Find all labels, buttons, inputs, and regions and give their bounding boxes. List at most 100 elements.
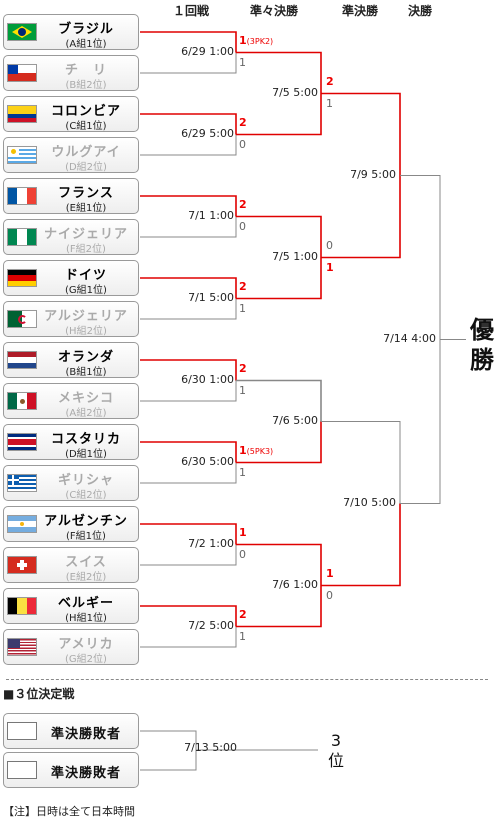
- team-card[interactable]: コスタリカ(D組1位): [3, 424, 139, 460]
- team-name: ギリシャ: [57, 473, 114, 488]
- team-card[interactable]: アルジェリア (H組2位): [3, 301, 139, 337]
- team-name: フランス: [58, 186, 114, 201]
- qf-bottom-score: 1: [326, 96, 333, 110]
- final-match-time: 7/14 4:00: [383, 331, 436, 345]
- timezone-note: 【注】日時は全て日本時間: [3, 805, 135, 818]
- third-place-team-1[interactable]: 準決勝敗者: [3, 713, 139, 749]
- team-group: (H組1位): [65, 613, 107, 624]
- team-name: 準決勝敗者: [50, 766, 121, 781]
- team-card[interactable]: オランダ (B組1位): [3, 342, 139, 378]
- team-card[interactable]: ウルグアイ (D組2位): [3, 137, 139, 173]
- r16-match-time: 7/2 5:00: [188, 618, 234, 632]
- uruguay-flag-icon: [7, 146, 37, 164]
- team-card[interactable]: アルゼンチン (F組1位): [3, 506, 139, 542]
- usa-flag-icon: [7, 638, 37, 656]
- team-card[interactable]: メキシコ(A組2位): [3, 383, 139, 419]
- qf-bottom-line: [236, 585, 322, 628]
- qf-match-time: 7/6 1:00: [272, 577, 318, 591]
- r16-bottom-line: [140, 298, 237, 320]
- team-card[interactable]: ブラジル(A組1位): [3, 14, 139, 50]
- qf-top-score: 0: [326, 238, 333, 252]
- team-card[interactable]: ベルギー (H組1位): [3, 588, 139, 624]
- header-round-of-16: １回戦: [173, 4, 210, 18]
- team-name: アメリカ: [58, 637, 114, 652]
- team-card[interactable]: フランス (E組1位): [3, 178, 139, 214]
- team-name: スイス: [65, 555, 107, 570]
- switzerland-flag-icon: [7, 556, 37, 574]
- mexico-flag-icon: [7, 392, 37, 410]
- r16-top-score: 2: [239, 197, 247, 211]
- team-card[interactable]: ギリシャ(C組2位): [3, 465, 139, 501]
- nigeria-flag-icon: [7, 228, 37, 246]
- r16-top-line: [140, 605, 237, 627]
- germany-flag-icon: [7, 269, 37, 287]
- team-name: アルジェリア: [44, 309, 128, 324]
- r16-bottom-score: 1: [239, 629, 246, 643]
- r16-top-line: [140, 523, 237, 545]
- greece-flag-icon: [7, 474, 37, 492]
- brazil-flag-icon: [7, 23, 37, 41]
- third-place-match-time: 7/13 5:00: [184, 741, 237, 754]
- qf-top-line: [236, 215, 322, 258]
- algeria-flag-icon: [7, 310, 37, 328]
- team-name: アルゼンチン: [44, 514, 128, 529]
- team-name: ウルグアイ: [51, 145, 121, 160]
- r16-bottom-line: [140, 544, 237, 566]
- r16-bottom-score: 1: [239, 383, 246, 397]
- team-card[interactable]: ナイジェリア(F組2位): [3, 219, 139, 255]
- team-name: ナイジェリア: [43, 227, 128, 242]
- team-group: (E組2位): [65, 572, 107, 583]
- argentina-flag-icon: [7, 515, 37, 533]
- team-card[interactable]: チ リ(B組2位): [3, 55, 139, 91]
- team-group: (D組2位): [65, 162, 107, 173]
- r16-match-time: 7/1 5:00: [188, 290, 234, 304]
- section-divider: [6, 679, 488, 680]
- costa-rica-flag-icon: [7, 433, 37, 451]
- blank-flag-icon: [7, 761, 37, 779]
- team-name: オランダ: [57, 350, 114, 365]
- qf-top-score: 2: [326, 74, 334, 88]
- sf-bottom-line: [321, 175, 401, 259]
- third-place-team-2[interactable]: 準決勝敗者: [3, 752, 139, 788]
- team-group: (B組2位): [65, 80, 107, 91]
- r16-bottom-score: 1: [239, 465, 246, 479]
- team-group: (G組2位): [65, 654, 107, 665]
- r16-match-time: 6/30 5:00: [181, 454, 234, 468]
- r16-match-time: 6/29 1:00: [181, 44, 234, 58]
- qf-match-time: 7/5 1:00: [272, 249, 318, 263]
- sf-top-line: [321, 421, 401, 504]
- team-name: ドイツ: [64, 268, 107, 283]
- team-card[interactable]: アメリカ (G組2位): [3, 629, 139, 665]
- header-final: 決勝: [408, 4, 433, 18]
- team-name: ベルギー: [57, 596, 114, 611]
- team-group: (C組1位): [65, 121, 107, 132]
- france-flag-icon: [7, 187, 37, 205]
- r16-bottom-score: 1: [239, 55, 246, 69]
- team-name: メキシコ: [57, 391, 114, 406]
- r16-top-score: 1(3PK2): [239, 33, 274, 47]
- r16-bottom-score: 0: [239, 547, 246, 561]
- team-card[interactable]: スイス (E組2位): [3, 547, 139, 583]
- r16-top-score: 2: [239, 361, 247, 375]
- qf-bottom-line: [236, 257, 322, 300]
- team-group: (B組1位): [65, 367, 107, 378]
- r16-top-line: [140, 277, 237, 299]
- team-group: (F組1位): [66, 531, 106, 542]
- sf-match-time: 7/9 5:00: [350, 167, 396, 181]
- qf-bottom-score: 0: [326, 588, 333, 602]
- qf-match-time: 7/6 5:00: [272, 413, 318, 427]
- team-group: (H組2位): [65, 326, 107, 337]
- team-card[interactable]: コロンビア(C組1位): [3, 96, 139, 132]
- chile-flag-icon: [7, 64, 37, 82]
- blank-flag-icon: [7, 722, 37, 740]
- qf-top-line: [236, 379, 322, 422]
- qf-bottom-score: 1: [326, 260, 334, 274]
- r16-bottom-line: [140, 52, 237, 74]
- team-name: コスタリカ: [50, 432, 121, 447]
- team-group: (E組1位): [65, 203, 107, 214]
- r16-bottom-score: 1: [239, 301, 246, 315]
- qf-top-score: 1: [326, 566, 334, 580]
- team-card[interactable]: ドイツ(G組1位): [3, 260, 139, 296]
- r16-top-score: 2: [239, 607, 247, 621]
